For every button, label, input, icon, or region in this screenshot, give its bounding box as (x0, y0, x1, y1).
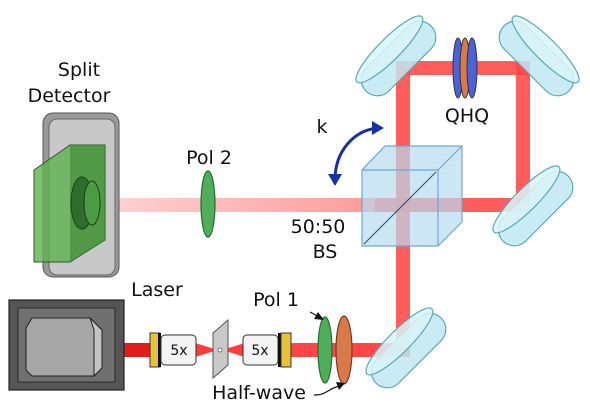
half-wave-pointer (313, 385, 341, 396)
k-rotation-arrow (328, 121, 384, 186)
half-wave-disk (335, 315, 353, 385)
k-label: k (316, 116, 327, 138)
pol1-label: Pol 1 (253, 289, 299, 311)
split-detector-label-line2: Detector (28, 85, 111, 107)
qhq-label: QHQ (445, 105, 489, 127)
bs-label-line1: 50:50 (291, 216, 346, 238)
detector-sensor-inner (83, 180, 101, 226)
lens-1-label: 5x (170, 343, 187, 359)
beam-to-detector (95, 198, 375, 212)
polarizer-1-disk (317, 316, 333, 384)
focus-cone-left (195, 343, 218, 357)
bs-diagonal (363, 171, 437, 245)
mirror-top-left (355, 15, 437, 97)
focus-cone-right (222, 343, 245, 357)
lens-1 (149, 332, 197, 368)
qhq-waveplates (452, 37, 478, 99)
qhq-plate-3 (466, 37, 478, 99)
beam-splitter (361, 145, 463, 247)
half-wave-plate (335, 315, 353, 385)
polarizer-2-disk (200, 170, 216, 238)
k-arrow-curve (333, 126, 379, 181)
half-wave-label: Half-wave (212, 382, 306, 404)
k-arrow-head-bottom (328, 174, 342, 186)
lens-2 (242, 332, 292, 368)
lens-2-label: 5x (251, 343, 268, 359)
mirror-top-right (498, 15, 580, 97)
mirror-right (492, 165, 574, 247)
laser (8, 299, 125, 391)
pinhole (212, 318, 229, 380)
polarizer-1 (317, 316, 333, 384)
bs-label-line2: BS (313, 241, 338, 263)
split-detector-label-line1: Split (58, 59, 100, 81)
k-arrow-head-top (372, 121, 384, 135)
mirror-bottom (365, 307, 447, 389)
mirrors (355, 15, 580, 389)
polarizer-2 (200, 170, 216, 238)
split-detector (33, 112, 120, 278)
laser-label: Laser (131, 279, 183, 301)
laser-head (25, 317, 103, 377)
lens-1-body (160, 334, 197, 366)
pol2-label: Pol 2 (186, 147, 232, 169)
